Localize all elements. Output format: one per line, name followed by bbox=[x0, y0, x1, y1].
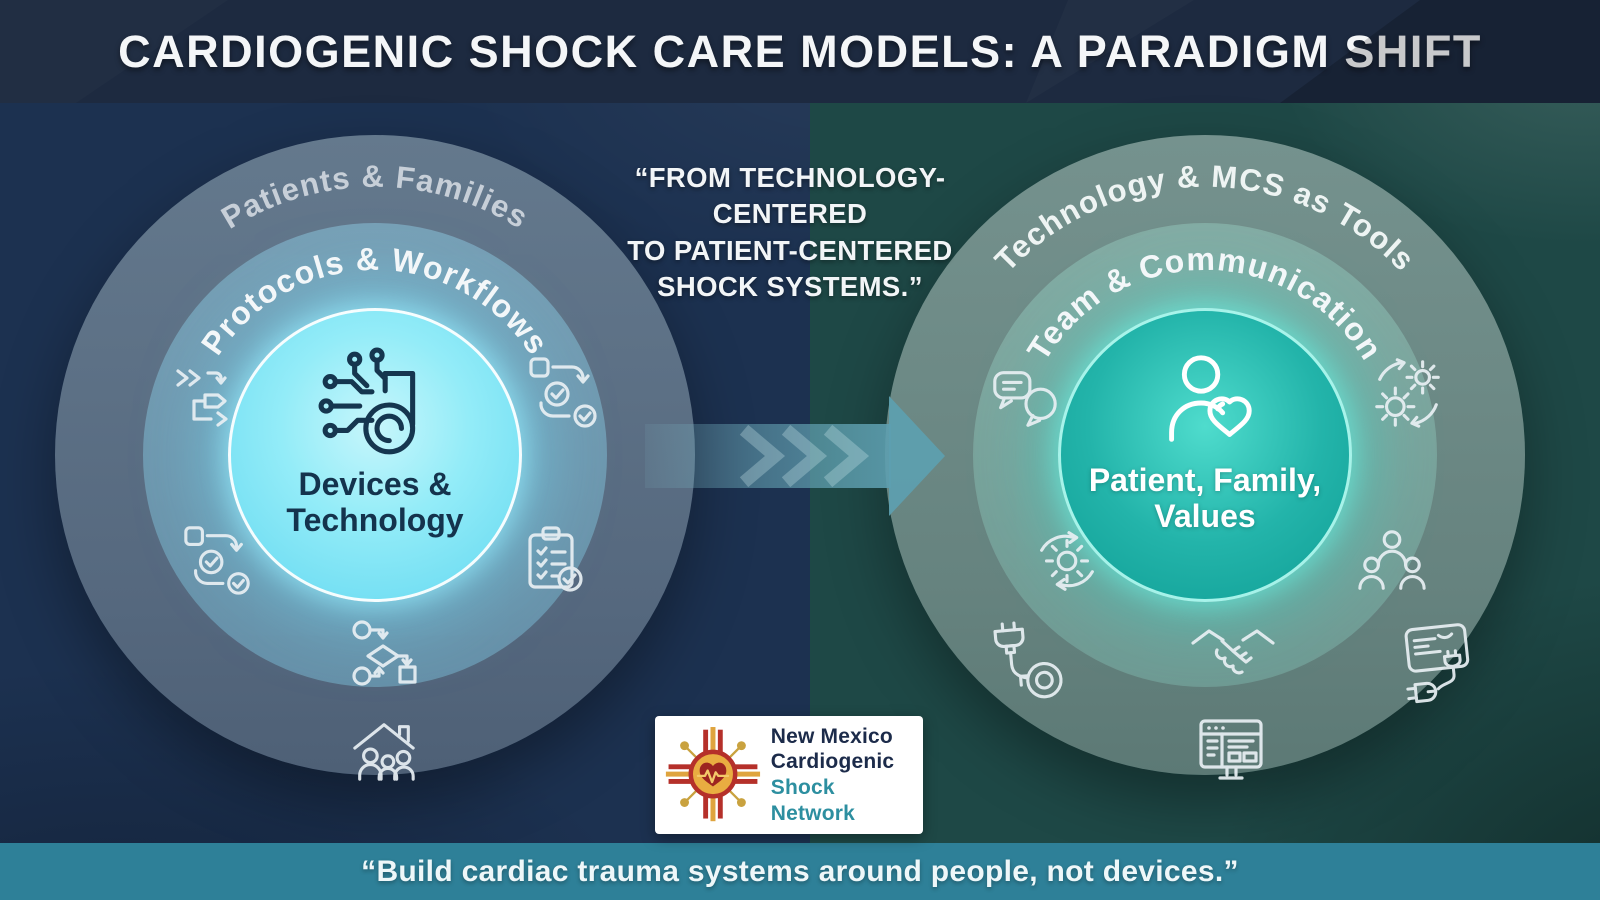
right-core-label-line2: Values bbox=[1154, 497, 1256, 534]
pump-circuit-icon bbox=[318, 347, 416, 455]
right-core-label: Patient, Family, Values bbox=[1088, 462, 1322, 535]
left-core-label-line1: Devices & bbox=[298, 466, 452, 502]
family-house-icon bbox=[353, 723, 415, 781]
footer-band: “Build cardiac trauma systems around peo… bbox=[0, 843, 1600, 900]
footer-quote: “Build cardiac trauma systems around peo… bbox=[361, 854, 1239, 888]
workflow-check-icon bbox=[184, 526, 250, 595]
left-core-label-line2: Technology bbox=[286, 501, 464, 538]
handshake-icon bbox=[1191, 629, 1275, 675]
people-group-icon bbox=[1358, 530, 1426, 590]
left-core-label: Devices & Technology bbox=[286, 466, 464, 539]
logo-line3: Shock Network bbox=[770, 776, 855, 825]
device-card-plug-icon bbox=[1404, 623, 1470, 704]
transition-quote-line1: “FROM TECHNOLOGY-CENTERED bbox=[634, 162, 946, 230]
right-core-label-line1: Patient, Family, bbox=[1088, 462, 1322, 498]
transition-quote: “FROM TECHNOLOGY-CENTERED TO PATIENT-CEN… bbox=[575, 160, 1005, 305]
workflow-check-icon bbox=[529, 357, 597, 428]
network-logo: New Mexico Cardiogenic Shock Network bbox=[655, 716, 923, 834]
logo-text: New Mexico Cardiogenic Shock Network bbox=[771, 724, 913, 826]
zia-heart-ekg-icon bbox=[665, 727, 761, 822]
gear-sync-icon bbox=[1040, 531, 1094, 591]
logo-line2: Cardiogenic bbox=[770, 750, 895, 774]
plug-pump-icon bbox=[993, 621, 1063, 699]
chat-bubbles-icon bbox=[993, 371, 1057, 427]
person-heart-icon bbox=[1169, 355, 1252, 442]
gears-pair-icon bbox=[1375, 358, 1440, 428]
paradigm-shift-arrow bbox=[645, 396, 945, 516]
right-core-circle: Patient, Family, Values bbox=[1058, 308, 1352, 602]
monitor-icon bbox=[1199, 719, 1263, 780]
header-band: CARDIOGENIC SHOCK CARE MODELS: A PARADIG… bbox=[0, 0, 1600, 103]
transition-quote-line2: TO PATIENT-CENTERED bbox=[627, 234, 953, 266]
clipboard-checklist-icon bbox=[528, 526, 583, 592]
left-core-circle: Devices & Technology bbox=[228, 308, 522, 602]
transition-quote-line3: SHOCK SYSTEMS.” bbox=[657, 270, 923, 302]
page-title: CARDIOGENIC SHOCK CARE MODELS: A PARADIG… bbox=[118, 25, 1482, 77]
flowchart-icon bbox=[352, 620, 417, 686]
flowchart-arrows-icon bbox=[176, 369, 228, 427]
logo-line1: New Mexico bbox=[770, 724, 893, 748]
